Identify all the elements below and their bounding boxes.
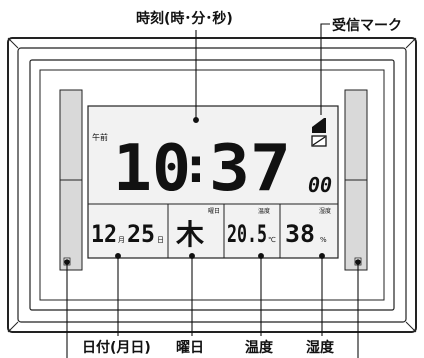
humidity-tag: 湿度 xyxy=(319,207,331,215)
humidity-unit: % xyxy=(320,236,327,244)
time-callout-label: 時刻(時･分･秒) xyxy=(136,11,233,27)
month-digits: 12 xyxy=(91,220,117,248)
signal-reception-mark xyxy=(311,118,327,147)
clock-bezel-inner xyxy=(39,69,385,301)
weekday-tag: 曜日 xyxy=(208,208,220,215)
clock-bezel xyxy=(29,59,395,311)
date-callout-label: 日付(月日) xyxy=(82,340,151,356)
humidity-digits: 38 xyxy=(285,220,315,248)
weekday-callout-label: 曜日 xyxy=(176,340,204,356)
lcd-screen xyxy=(87,105,339,259)
temperature-digits: 20.5 xyxy=(227,220,267,248)
clock-frame-inner-line xyxy=(17,47,407,323)
temperature-tag: 温度 xyxy=(258,207,270,215)
time-colon: : xyxy=(187,139,205,193)
temperature-callout-label: 温度 xyxy=(245,340,273,356)
signal-callout-label: 受信マーク xyxy=(332,18,402,34)
day-unit: 日 xyxy=(157,236,164,244)
second-digits: 00 xyxy=(308,173,332,197)
minute-digits: 37 xyxy=(209,132,291,206)
humidity-callout-label: 湿度 xyxy=(306,340,334,356)
hour-digits: 10 xyxy=(113,132,191,206)
am-pm-indicator: 午前 xyxy=(92,132,108,142)
month-unit: 月 xyxy=(118,236,125,244)
weekday-character: 木 xyxy=(175,218,204,251)
temperature-unit: ℃ xyxy=(268,236,276,244)
signal-leader-line xyxy=(320,23,330,115)
day-digits: 25 xyxy=(127,220,155,248)
